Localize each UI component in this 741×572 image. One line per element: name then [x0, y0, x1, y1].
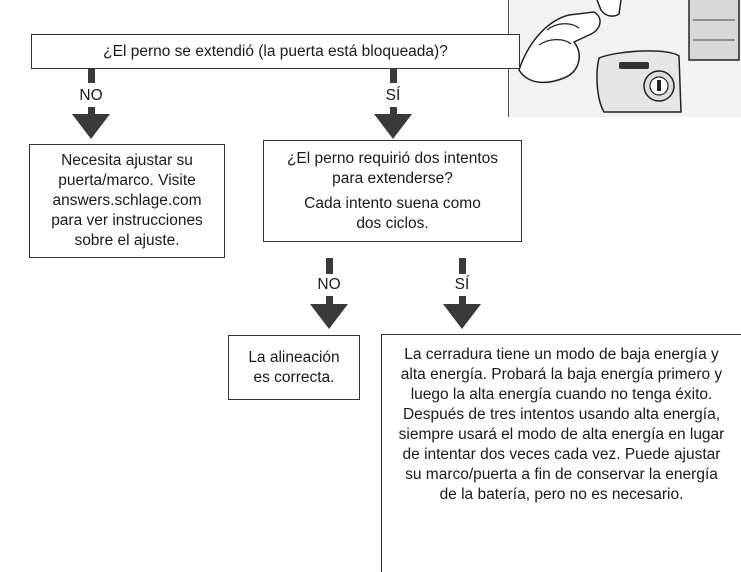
question-two-attempts-text: ¿El perno requirió dos intentos para ext…	[286, 149, 499, 187]
label-no-1: NO	[79, 87, 103, 104]
arrow-si-1-stem-lower	[390, 107, 397, 117]
arrow-no-2-stem-lower	[326, 296, 333, 306]
adjust-door-box: Necesita ajustar su puerta/marco. Visite…	[29, 144, 225, 258]
question-bolt-extended-box: ¿El perno se extendió (la puerta está bl…	[31, 34, 520, 69]
question-two-attempts-note: Cada intento suena como dos ciclos.	[304, 194, 481, 232]
adjust-door-text: Necesita ajustar su puerta/marco. Visite…	[51, 152, 203, 249]
label-si-1: SÍ	[385, 87, 401, 104]
question-two-attempts-box: ¿El perno requirió dos intentos para ext…	[263, 140, 522, 242]
alignment-ok-text: La alineación es correcta.	[248, 348, 340, 386]
arrow-no-2-head	[310, 304, 348, 329]
arrow-no-1-head	[72, 114, 110, 139]
label-si-2: SÍ	[454, 276, 470, 293]
arrow-si-2-head	[443, 304, 481, 329]
arrow-no-2-stem	[326, 258, 333, 274]
arrow-si-2-stem-lower	[459, 296, 466, 306]
energy-mode-text: La cerradura tiene un modo de baja energ…	[398, 346, 725, 503]
arrow-si-1-head	[374, 114, 412, 139]
arrow-si-2-stem	[459, 258, 466, 274]
label-no-2: NO	[317, 276, 341, 293]
energy-mode-box: La cerradura tiene un modo de baja energ…	[381, 334, 741, 572]
arrow-no-1-stem	[88, 69, 95, 83]
deadbolt-hand-illustration	[508, 0, 741, 117]
alignment-ok-box: La alineación es correcta.	[228, 335, 360, 400]
arrow-no-1-stem-lower	[88, 107, 95, 117]
question-bolt-extended-text: ¿El perno se extendió (la puerta está bl…	[103, 42, 448, 60]
deadbolt-hand-icon	[509, 0, 741, 117]
arrow-si-1-stem	[390, 69, 397, 83]
